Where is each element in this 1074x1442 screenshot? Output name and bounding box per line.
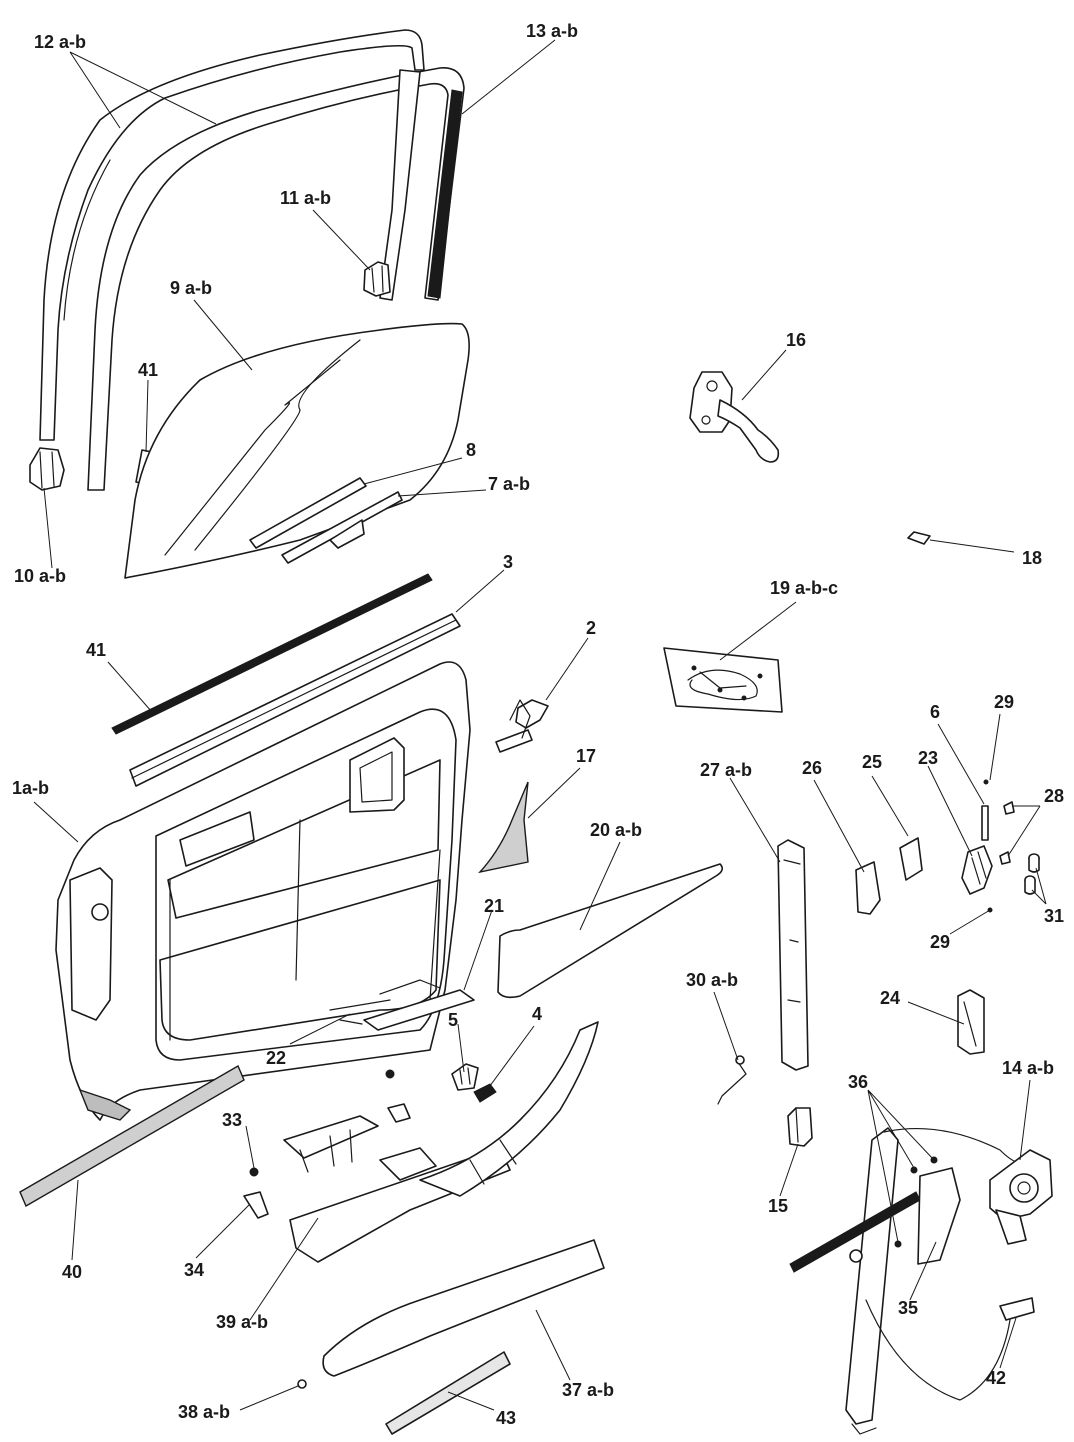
label-29b: 29 bbox=[930, 932, 950, 952]
part-39-armrest bbox=[283, 1115, 511, 1263]
label-13ab: 13 a-b bbox=[526, 21, 578, 41]
label-27ab: 27 a-b bbox=[700, 760, 752, 780]
label-29a: 29 bbox=[994, 692, 1014, 712]
label-15: 15 bbox=[768, 1196, 788, 1216]
label-10ab: 10 a-b bbox=[14, 566, 66, 586]
part-29-clip bbox=[983, 779, 989, 785]
part-33-clip-2 bbox=[385, 1069, 395, 1079]
part-26-cover bbox=[855, 861, 881, 915]
part-27-panel bbox=[777, 839, 809, 1071]
label-17: 17 bbox=[576, 746, 596, 766]
label-16: 16 bbox=[786, 330, 806, 350]
part-9-door-glass bbox=[124, 322, 470, 579]
part-43-strip bbox=[385, 1351, 511, 1435]
label-20ab: 20 a-b bbox=[590, 820, 642, 840]
part-7-channel bbox=[281, 491, 403, 564]
part-22-sheet bbox=[329, 999, 391, 1025]
part-34-bracket-2 bbox=[387, 1103, 411, 1123]
callout-labels: 12 a-b 13 a-b 11 a-b 9 a-b 41 16 8 7 a-b… bbox=[12, 21, 1064, 1428]
part-24-bracket bbox=[957, 989, 985, 1055]
part-19-wiring-harness bbox=[663, 647, 783, 713]
leader-lines bbox=[33, 39, 1047, 1411]
label-11ab: 11 a-b bbox=[280, 188, 331, 208]
part-33-clip bbox=[249, 1167, 259, 1177]
label-25: 25 bbox=[862, 752, 882, 772]
label-23: 23 bbox=[918, 748, 938, 768]
part-16-mirror-bracket bbox=[689, 371, 780, 463]
label-5: 5 bbox=[448, 1010, 458, 1030]
part-30-rod bbox=[717, 1055, 747, 1105]
label-42: 42 bbox=[986, 1368, 1006, 1388]
label-22: 22 bbox=[266, 1048, 286, 1068]
label-41a: 41 bbox=[138, 360, 158, 380]
part-5-switch bbox=[451, 1063, 479, 1091]
part-25-bracket bbox=[899, 837, 923, 881]
part-37-lower-trim bbox=[322, 1239, 605, 1377]
label-26: 26 bbox=[802, 758, 822, 778]
label-2: 2 bbox=[586, 618, 596, 638]
label-31: 31 bbox=[1044, 906, 1064, 926]
part-15-relay bbox=[787, 1107, 813, 1147]
part-20-pad bbox=[497, 863, 724, 999]
label-18: 18 bbox=[1022, 548, 1042, 568]
part-34-bracket bbox=[243, 1191, 269, 1219]
part-42-cap bbox=[999, 1297, 1035, 1321]
label-28: 28 bbox=[1044, 786, 1064, 806]
label-3: 3 bbox=[503, 552, 513, 572]
part-11-clip bbox=[363, 261, 391, 297]
part-38-clip bbox=[297, 1379, 307, 1389]
label-19abc: 19 a-b-c bbox=[770, 578, 838, 598]
label-7ab: 7 a-b bbox=[488, 474, 530, 494]
label-4: 4 bbox=[532, 1004, 542, 1024]
label-8: 8 bbox=[466, 440, 476, 460]
label-1ab: 1a-b bbox=[12, 778, 49, 798]
part-lower-trim-panel bbox=[419, 1021, 599, 1197]
label-41b: 41 bbox=[86, 640, 106, 660]
part-1-door-shell bbox=[55, 661, 471, 1121]
part-6-pin bbox=[981, 805, 989, 841]
label-21: 21 bbox=[484, 896, 504, 916]
part-40-sill-strip bbox=[19, 1064, 245, 1208]
part-21-sheet bbox=[363, 979, 475, 1031]
part-18-small-clip bbox=[907, 531, 931, 545]
part-2-handle-mechanism bbox=[495, 699, 549, 753]
part-17-water-shield bbox=[478, 781, 529, 874]
part-3-belt-molding bbox=[129, 613, 461, 787]
part-13-channel-seal bbox=[379, 69, 463, 301]
part-10-bracket bbox=[29, 447, 65, 491]
part-12-window-frame-seal bbox=[39, 29, 465, 491]
label-39ab: 39 a-b bbox=[216, 1312, 268, 1332]
part-31-bushings bbox=[1024, 853, 1040, 895]
label-38ab: 38 a-b bbox=[178, 1402, 230, 1422]
part-8-channel bbox=[249, 477, 367, 549]
label-35: 35 bbox=[898, 1298, 918, 1318]
label-43: 43 bbox=[496, 1408, 516, 1428]
label-30ab: 30 a-b bbox=[686, 970, 738, 990]
label-12ab: 12 a-b bbox=[34, 32, 86, 52]
label-34: 34 bbox=[184, 1260, 204, 1280]
part-41-belt-seal bbox=[111, 573, 433, 735]
label-6: 6 bbox=[930, 702, 940, 722]
label-37ab: 37 a-b bbox=[562, 1380, 614, 1400]
part-23-bracket bbox=[961, 845, 993, 895]
label-33: 33 bbox=[222, 1110, 242, 1130]
label-36: 36 bbox=[848, 1072, 868, 1092]
part-28-clip-2 bbox=[999, 851, 1011, 865]
label-9ab: 9 a-b bbox=[170, 278, 212, 298]
label-14ab: 14 a-b bbox=[1002, 1058, 1054, 1078]
part-regulator-assembly bbox=[789, 1127, 1053, 1435]
label-24: 24 bbox=[880, 988, 900, 1008]
part-28-clip bbox=[1003, 801, 1015, 815]
label-40: 40 bbox=[62, 1262, 82, 1282]
